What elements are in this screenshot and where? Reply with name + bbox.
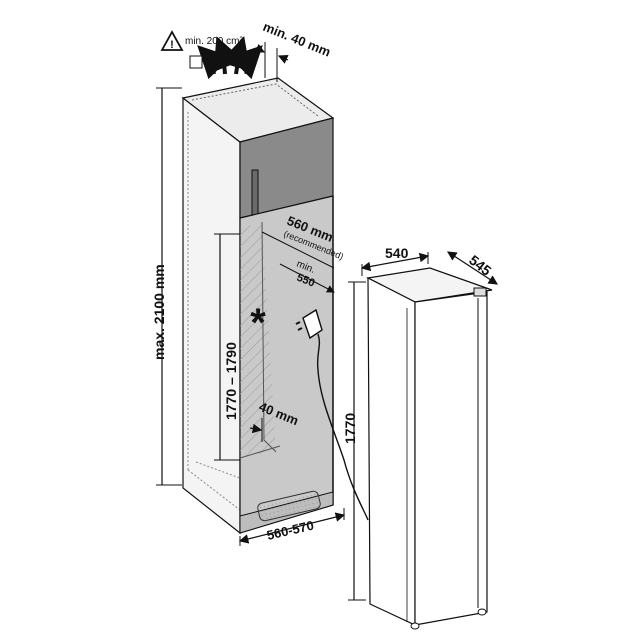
warning-triangle-icon: ! [160,30,184,51]
appliance-height-label: 1770 [342,413,358,444]
appliance-depth-label: 545 [466,252,494,279]
asterisk-note: * [250,301,266,345]
door-handle[interactable] [251,169,259,217]
appliance-hinge-top [473,287,487,297]
appliance-foot-right [477,608,487,616]
appliance-width-label: 540 [385,245,409,261]
appliance-foot [410,622,420,630]
max-height-label: max. 2100 mm [151,264,167,360]
appliance-front [414,291,488,626]
appliance-side [367,277,416,626]
niche-height-label: 1770 – 1790 [223,342,239,420]
vent-area-label: min. 200 cm² [185,36,243,47]
svg-text:!: ! [170,39,174,51]
appliance [366,267,493,630]
power-plug-icon [295,308,369,521]
wall-socket-box [189,55,203,69]
cabinet [181,77,335,535]
niche-back-wall [240,222,276,458]
top-gap-label: min. 40 mm [261,19,333,60]
